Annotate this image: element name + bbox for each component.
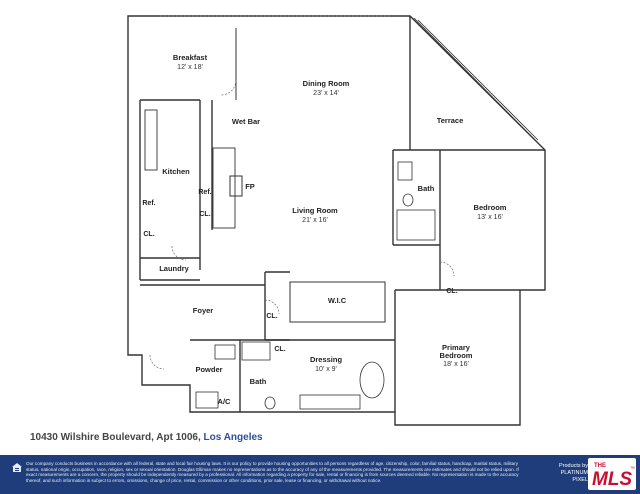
ref1-label: Ref. — [142, 200, 155, 207]
door-swing — [149, 354, 165, 370]
dining-label: Dining Room — [303, 79, 350, 88]
bath1-label: Bath — [418, 184, 435, 193]
wetbar-label: Wet Bar — [232, 117, 260, 126]
breakfast-dims: 12' x 18' — [177, 64, 203, 71]
kitchen-counter — [144, 109, 158, 171]
primary-label-1: Primary — [442, 343, 471, 352]
provided-line-2: PLATINUM PIXEL — [560, 470, 588, 483]
wetbar-counter — [212, 147, 236, 229]
cl2-label: CL. — [143, 231, 154, 238]
fp-label: FP — [245, 182, 255, 191]
laundry-label: Laundry — [159, 264, 189, 273]
dressing-tub — [359, 361, 385, 399]
bath-sink-1 — [397, 161, 413, 181]
equal-housing-icon — [12, 463, 22, 472]
door-swing — [264, 299, 280, 315]
dressing-vanity — [299, 394, 361, 410]
outer-wall — [127, 15, 546, 426]
provided-line-1: Products by — [558, 463, 588, 469]
primary-label-2: Bedroom — [440, 351, 473, 360]
dressing-dims: 10' x 9' — [315, 366, 337, 373]
powder-label: Powder — [195, 365, 222, 374]
bath2-label: Bath — [250, 377, 267, 386]
kitchen-label: Kitchen — [162, 167, 190, 176]
door-swing — [220, 79, 237, 96]
bath2-toilet — [264, 396, 276, 410]
terrace-label: Terrace — [437, 116, 464, 125]
footer-bar: Our company conducts business in accorda… — [0, 455, 640, 494]
wic-outline — [289, 281, 386, 323]
foyer-label: Foyer — [193, 306, 214, 315]
floor-plan: Breakfast 12' x 18' Dining Room 23' x 14… — [127, 15, 546, 426]
door-swing — [171, 245, 187, 261]
ac-unit — [195, 391, 219, 409]
bath-tub-1 — [396, 209, 436, 241]
wic-label: W.I.C — [328, 296, 347, 305]
bedroom-dims: 13' x 16' — [477, 214, 503, 221]
city-text: Los Angeles — [203, 432, 263, 443]
mls-logo: THE MLS ™ — [588, 458, 636, 490]
ref2-label: Ref. — [198, 189, 211, 196]
cl3-label: CL. — [446, 288, 457, 295]
dining-dims: 23' x 14' — [313, 90, 339, 97]
cl4-label: CL. — [266, 313, 277, 320]
cl5-label: CL. — [274, 346, 285, 353]
shower — [241, 341, 271, 361]
living-dims: 21' x 16' — [302, 217, 328, 224]
dressing-label: Dressing — [310, 355, 343, 364]
address-text: 10430 Wilshire Boulevard, Apt 1006, — [30, 432, 201, 443]
cl1-label: CL. — [199, 211, 210, 218]
mls-logo-tm: ™ — [630, 466, 635, 472]
listing-caption: 10430 Wilshire Boulevard, Apt 1006, Los … — [30, 432, 263, 443]
provided-by: Products by PLATINUM PIXEL — [548, 463, 588, 484]
disclaimer-text: Our company conducts business in accorda… — [26, 461, 519, 483]
bath-toilet-1 — [402, 193, 414, 207]
mls-logo-the: THE — [594, 463, 606, 469]
bedroom-label: Bedroom — [474, 203, 507, 212]
fireplace — [229, 175, 243, 197]
ac-label: A/C — [218, 397, 232, 406]
door-swing — [439, 261, 455, 277]
living-label: Living Room — [292, 206, 338, 215]
powder-sink — [214, 344, 236, 360]
terrace-rail — [413, 17, 541, 146]
breakfast-label: Breakfast — [173, 53, 208, 62]
mls-logo-text: MLS — [592, 469, 632, 490]
primary-dims: 18' x 16' — [443, 361, 469, 368]
